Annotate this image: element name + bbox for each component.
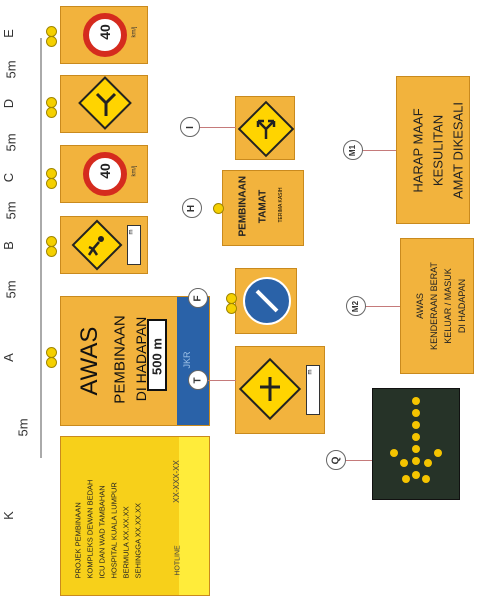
sign-a-construction-ahead: JKR AWAS PEMBINAAN DI HADAPAN 500 m (60, 296, 210, 426)
sign-q-arrow-board (372, 388, 460, 500)
sign-k-hotline-number: XX-XXX-XX (171, 460, 181, 503)
sign-k-line1: PROJEK PEMBINAAN (73, 502, 83, 579)
sign-m1-line3: AMAT DIKESALI (450, 101, 466, 200)
warning-lamp (46, 357, 57, 368)
warning-lamp (46, 246, 57, 257)
callout-f: F (188, 288, 208, 308)
row-label-d: D (1, 98, 17, 109)
distance-plate-unit: m (128, 229, 135, 235)
warning-lamp (226, 303, 237, 314)
callout-i: I (180, 117, 200, 137)
sign-k-line2: KOMPLEKS DEWAN BEDAH (85, 479, 95, 579)
sign-k-line5: BERMULA XX.XX.XX (121, 506, 131, 579)
sign-k-line3: ICU DAN WAD TAMBAHAN (97, 485, 107, 579)
distance-plate-unit: m (307, 369, 314, 375)
diagonal-arrow-icon (255, 289, 279, 313)
sign-m1-line2: KESULITAN (430, 114, 446, 187)
crossroad-icon (260, 377, 280, 401)
sign-e-speed-limit: 40 km/j (60, 6, 148, 64)
sign-c-speed-limit: 40 km/j (60, 145, 148, 203)
sign-m2-line1: AWAS (415, 293, 425, 319)
row-label-b: B (0, 241, 16, 250)
callout-leader (344, 460, 372, 461)
warning-lamp (46, 107, 57, 118)
speed-limit-icon (83, 13, 127, 57)
sign-d-junction-warning (60, 75, 148, 133)
spacing-label: 5m (3, 133, 19, 152)
warning-lamp (46, 36, 57, 47)
sign-a-distance-plate (147, 319, 167, 391)
sign-h-line3: TERIMA KASIH (278, 187, 284, 223)
spacing-label: 5m (3, 280, 19, 299)
speed-unit: km/j (131, 165, 138, 177)
sign-a-line1: AWAS (76, 326, 103, 396)
sign-a-band (177, 297, 209, 425)
callout-q: Q (326, 450, 346, 470)
row-label-a: A (0, 353, 16, 362)
sign-m1-apology: HARAP MAAF KESULITAN AMAT DIKESALI (396, 76, 470, 224)
sign-f-keep-left (235, 268, 297, 334)
diverge-arrows-icon (256, 119, 276, 139)
sign-k-project-board: PROJEK PEMBINAAN KOMPLEKS DEWAN BEDAH IC… (60, 436, 210, 596)
distance-plate (306, 365, 320, 415)
callout-t: T (188, 370, 208, 390)
worker-icon (87, 236, 104, 256)
callout-leader (364, 306, 400, 307)
sign-h-line2: TAMAT (257, 189, 269, 224)
row-label-e: E (0, 29, 16, 38)
sign-h-construction-end: PEMBINAAN TAMAT TERIMA KASIH (222, 170, 304, 246)
speed-unit: km/j (131, 26, 138, 38)
sign-m2-heavy-vehicles: AWAS KENDERAAN BERAT KELUAR / MASUK DI H… (400, 238, 474, 374)
warning-lamp (46, 178, 57, 189)
spacing-label: 5m (15, 418, 31, 437)
warning-lamp (213, 203, 224, 214)
speed-limit-icon (83, 152, 127, 196)
row-label-k: K (0, 511, 16, 520)
callout-leader (196, 127, 236, 128)
callout-leader (360, 150, 396, 151)
sign-t-junction-warning: m (235, 346, 325, 434)
sign-k-hotline-label: HOTLINE (174, 545, 182, 576)
row-label-c: C (1, 172, 17, 183)
callout-m2: M2 (346, 296, 366, 316)
callout-h: H (182, 198, 202, 218)
sign-k-hotline-band (179, 437, 209, 595)
sign-a-distance: 500 m (149, 338, 165, 375)
sign-i-diverge-warning (235, 96, 295, 160)
sign-m1-line1: HARAP MAAF (410, 108, 426, 193)
sign-a-line2: PEMBINAAN (111, 315, 129, 404)
sign-b-roadworks-warning: m (60, 216, 148, 274)
sign-h-line1: PEMBINAAN (237, 175, 249, 237)
sign-m2-line3: KELUAR / MASUK (443, 268, 453, 344)
callout-leader (206, 380, 236, 381)
spacing-label: 5m (3, 60, 19, 79)
distance-plate (127, 225, 141, 265)
spacing-label: 5m (3, 201, 19, 220)
callout-m1: M1 (343, 140, 363, 160)
y-junction-icon (95, 92, 117, 116)
spacing-line (40, 38, 42, 458)
sign-m2-line4: DI HADAPAN (457, 278, 467, 334)
sign-m2-line2: KENDERAAN BERAT (429, 262, 439, 350)
sign-k-line4: HOSPITAL KUALA LUMPUR (109, 482, 119, 579)
speed-value: 40 (97, 163, 113, 179)
speed-value: 40 (97, 24, 113, 40)
chevron-down-arrow-icon (390, 397, 442, 483)
sign-k-line6: SEHINGGA XX.XX.XX (133, 503, 143, 579)
